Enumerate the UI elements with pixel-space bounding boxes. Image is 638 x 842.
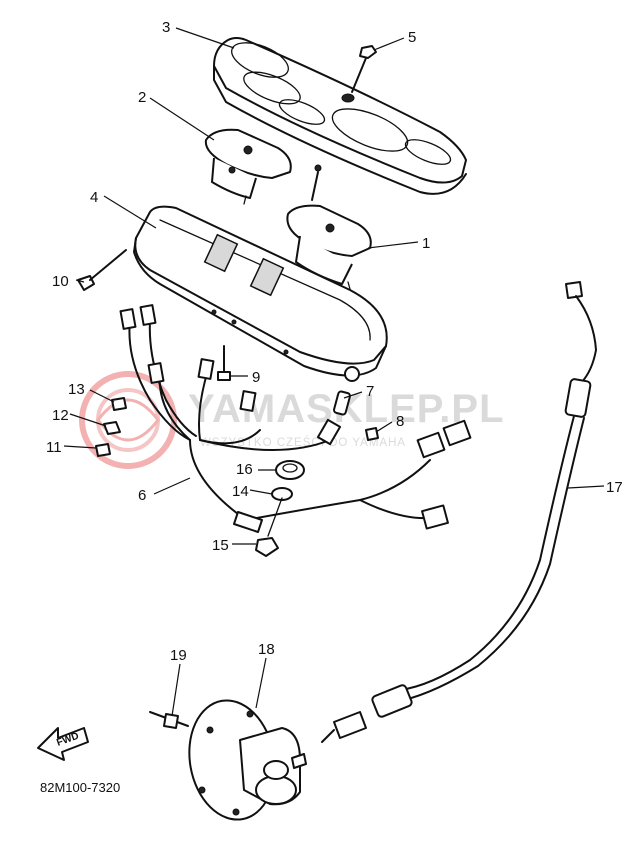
part-11-bulb bbox=[95, 443, 111, 457]
callout-15: 15 bbox=[212, 537, 229, 554]
part-18-gear-unit bbox=[188, 699, 307, 821]
callout-10: 10 bbox=[52, 273, 69, 290]
callout-1: 1 bbox=[422, 235, 430, 252]
part-6-wire-harness bbox=[119, 304, 472, 533]
callout-13: 13 bbox=[68, 381, 85, 398]
part-13-bulb bbox=[111, 397, 127, 411]
callout-3: 3 bbox=[162, 19, 170, 36]
watermark: YAMASKLEP.PL WSZYSTKO CZĘŚCI DO YAMAHA bbox=[79, 371, 504, 469]
callout-19: 19 bbox=[170, 647, 187, 664]
leader-lines bbox=[63, 27, 605, 717]
callout-6: 6 bbox=[138, 487, 146, 504]
part-8-bulb bbox=[365, 427, 379, 441]
part-1-tachometer bbox=[286, 164, 372, 297]
part-15-nut bbox=[255, 497, 283, 557]
part-3-meter-cover bbox=[213, 37, 467, 195]
fwd-arrow-icon: FWD bbox=[37, 727, 89, 761]
part-12-bulb bbox=[103, 421, 121, 435]
part-16-grommet bbox=[275, 460, 305, 480]
callout-4: 4 bbox=[90, 189, 98, 206]
diagram-code: 82M100-7320 bbox=[40, 780, 120, 795]
callout-16: 16 bbox=[236, 461, 253, 478]
callout-numbers: 1 2 3 4 5 6 7 8 9 10 11 12 13 14 15 16 1… bbox=[46, 19, 623, 664]
callout-8: 8 bbox=[396, 413, 404, 430]
callout-11: 11 bbox=[46, 439, 62, 456]
callout-2: 2 bbox=[138, 89, 146, 106]
part-9-screw bbox=[217, 345, 231, 381]
part-5-bolt bbox=[351, 45, 377, 93]
callout-12: 12 bbox=[52, 407, 69, 424]
watermark-logo bbox=[79, 371, 177, 469]
callout-14: 14 bbox=[232, 483, 249, 500]
callout-18: 18 bbox=[258, 641, 275, 658]
part-17-speedo-cable bbox=[321, 281, 597, 743]
watermark-tagline: WSZYSTKO CZĘŚCI DO YAMAHA bbox=[200, 436, 406, 449]
callout-5: 5 bbox=[408, 29, 416, 46]
part-19-pin bbox=[149, 711, 189, 729]
callout-17: 17 bbox=[606, 479, 623, 496]
part-2-meter-assembly bbox=[204, 128, 292, 205]
part-10-screw bbox=[77, 249, 127, 291]
callout-7: 7 bbox=[366, 383, 374, 400]
callout-9: 9 bbox=[252, 369, 260, 386]
part-4-meter-case bbox=[133, 205, 388, 382]
